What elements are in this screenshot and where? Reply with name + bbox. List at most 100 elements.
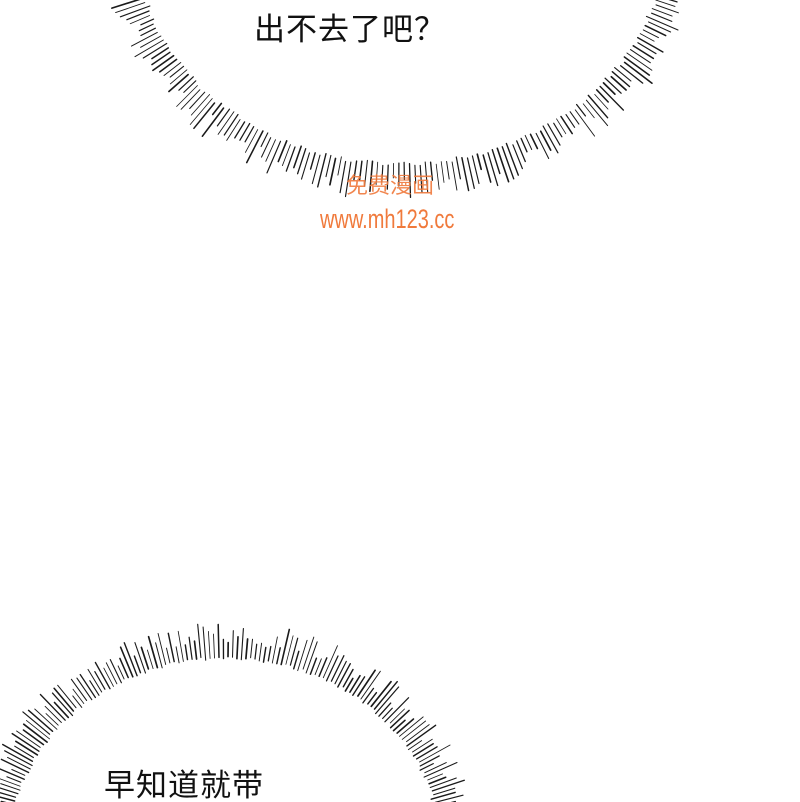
- bubble-hatch-stroke: [89, 680, 100, 696]
- bubble-hatch-stroke: [271, 636, 278, 664]
- bubble-hatch-stroke: [72, 695, 83, 708]
- bubble-hatch-stroke: [7, 756, 31, 770]
- bubble-hatch-stroke: [22, 723, 48, 743]
- watermark-site-name: 免费漫画: [346, 173, 435, 198]
- bubble-hatch-stroke: [512, 144, 523, 170]
- bubble-hatch-stroke: [157, 633, 167, 665]
- bubble-hatch-stroke: [189, 91, 206, 110]
- bubble-hatch-stroke: [412, 738, 433, 753]
- bubble-hatch-stroke: [429, 161, 434, 181]
- bubble-hatch-stroke: [373, 680, 398, 710]
- bubble-hatch-stroke: [302, 636, 315, 670]
- bubble-hatch-stroke: [167, 632, 175, 663]
- bubble-hatch-stroke: [188, 636, 193, 660]
- bubble-hatch-stroke: [16, 730, 41, 748]
- bubble-hatch-stroke: [11, 732, 40, 752]
- bubble-hatch-stroke: [560, 115, 573, 135]
- bubble-hatch-stroke: [266, 140, 282, 174]
- bubble-hatch-stroke: [424, 161, 429, 193]
- bubble-hatch-stroke: [14, 745, 34, 759]
- bubble-hatch-stroke: [0, 796, 16, 802]
- bubble-hatch-stroke: [292, 650, 300, 670]
- bubble-hatch-stroke: [329, 157, 337, 186]
- bubble-hatch-stroke: [0, 792, 17, 798]
- bubble-hatch-stroke: [280, 628, 291, 666]
- bubble-hatch-stroke: [39, 693, 66, 721]
- bubble-hatch-stroke: [435, 163, 440, 190]
- bubble-hatch-stroke: [207, 630, 211, 659]
- bubble-hatch-stroke: [151, 51, 171, 66]
- bubble-hatch-stroke: [427, 773, 444, 781]
- bubble-hatch-stroke: [189, 98, 213, 125]
- bubble-hatch-stroke: [651, 12, 673, 22]
- bubble-hatch-stroke: [349, 674, 361, 693]
- bubble-hatch-stroke: [375, 161, 379, 186]
- bubble-hatch-stroke: [134, 39, 164, 58]
- bubble-hatch-stroke: [190, 94, 211, 116]
- bubble-hatch-stroke: [610, 75, 627, 91]
- bubble-hatch-stroke: [1, 743, 34, 763]
- bubble-hatch-stroke: [330, 655, 345, 682]
- bubble-hatch-stroke: [505, 142, 519, 176]
- bubble-hatch-stroke: [311, 154, 321, 185]
- bubble-hatch-stroke: [44, 705, 62, 723]
- bubble-hatch-stroke: [138, 23, 154, 32]
- bubble-hatch-stroke: [433, 787, 456, 796]
- bubble-hatch-stroke: [285, 635, 294, 665]
- bubble-hatch-stroke: [594, 93, 609, 110]
- bubble-hatch-stroke: [582, 103, 595, 119]
- bubble-hatch-stroke: [471, 155, 480, 185]
- bubble-hatch-stroke: [547, 123, 561, 146]
- bubble-hatch-stroke: [22, 711, 51, 735]
- bubble-hatch-stroke: [369, 160, 374, 193]
- bubble-hatch-stroke: [22, 729, 45, 746]
- bubble-hatch-stroke: [599, 85, 625, 111]
- bubble-hatch-stroke: [644, 24, 667, 37]
- bubble-hatch-stroke: [231, 630, 234, 658]
- bubble-hatch-stroke: [651, 8, 673, 17]
- bubble-hatch-stroke: [254, 643, 258, 660]
- bubble-hatch-stroke: [412, 743, 434, 757]
- bubble-hatch-stroke: [45, 713, 59, 726]
- bubble-hatch-stroke: [362, 687, 375, 704]
- bubble-hatch-stroke: [15, 740, 39, 756]
- bubble-hatch-stroke: [407, 740, 423, 751]
- bubble-hatch-stroke: [183, 80, 197, 93]
- bubble-hatch-stroke: [569, 111, 580, 125]
- bubble-hatch-stroke: [245, 638, 249, 660]
- bubble-hatch-stroke: [119, 657, 129, 679]
- bubble-hatch-stroke: [317, 153, 327, 188]
- bubble-hatch-stroke: [476, 153, 483, 171]
- bubble-hatch-stroke: [466, 157, 475, 190]
- bubble-hatch-stroke: [262, 646, 267, 663]
- bubble-hatch-stroke: [647, 21, 672, 33]
- bubble-hatch-stroke: [501, 146, 515, 180]
- bubble-hatch-stroke: [611, 70, 631, 88]
- bubble-hatch-stroke: [396, 718, 415, 734]
- bubble-hatch-stroke: [401, 720, 427, 740]
- bubble-hatch-stroke: [258, 642, 263, 662]
- bubble-hatch-stroke: [115, 2, 146, 14]
- bubble-hatch-stroke: [129, 15, 151, 25]
- bubble-hatch-stroke: [461, 156, 470, 192]
- bubble-hatch-stroke: [133, 655, 142, 674]
- bubble-hatch-stroke: [177, 630, 184, 662]
- bubble-hatch-stroke: [276, 647, 281, 665]
- bubble-hatch-stroke: [358, 160, 363, 181]
- bubble-hatch-stroke: [267, 645, 272, 662]
- bubble-hatch-stroke: [123, 642, 138, 677]
- bubble-hatch-stroke: [360, 670, 381, 700]
- bubble-hatch-stroke: [623, 61, 653, 84]
- bubble-hatch-stroke: [408, 163, 412, 199]
- dialogue-text-bottom: 早知道就带: [104, 768, 264, 802]
- bubble-hatch-stroke: [587, 94, 609, 119]
- bubble-hatch-stroke: [240, 627, 244, 661]
- bubble-hatch-stroke: [176, 85, 198, 107]
- bubble-hatch-stroke: [325, 655, 339, 682]
- bubble-hatch-stroke: [352, 676, 366, 696]
- bubble-hatch-stroke: [620, 65, 644, 84]
- bubble-hatch-stroke: [297, 639, 308, 672]
- bubble-hatch-stroke: [419, 762, 434, 771]
- bubble-hatch-stroke: [234, 121, 246, 139]
